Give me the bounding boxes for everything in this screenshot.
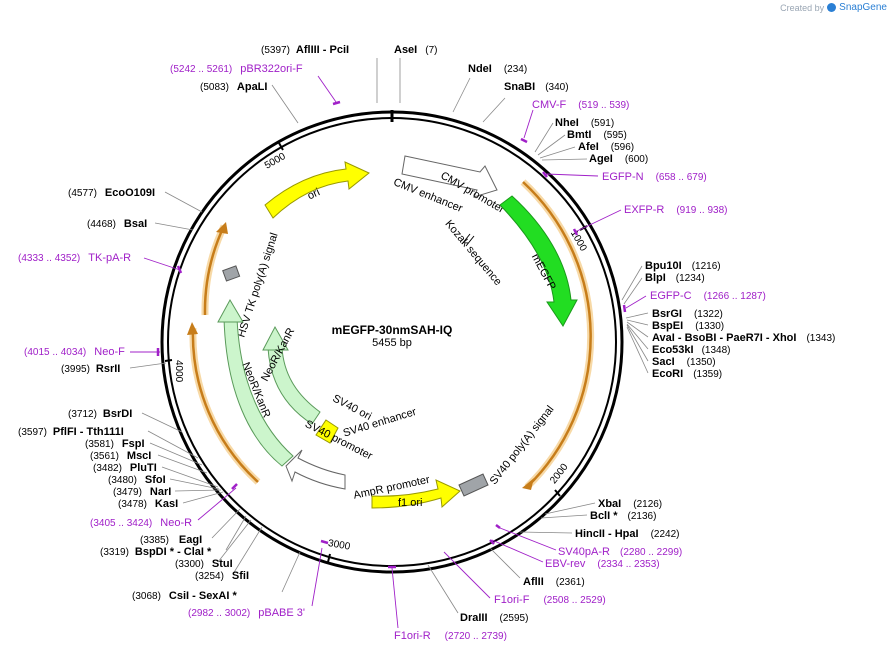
site-mscI: (3561)MscI [90, 450, 151, 462]
site-draIII: DraIII(2595) [460, 612, 528, 624]
site-avaI-xhoI: AvaI - BsoBI - PaeR7I - XhoI(1343) [652, 332, 835, 344]
site-bsaI: (4468)BsaI [87, 218, 147, 230]
site-sfoI: (3480)SfoI [108, 474, 166, 486]
site-hincII-hpaI: HincII - HpaI(2242) [575, 528, 679, 540]
site-aflII: AflII(2361) [523, 576, 585, 588]
site-blpI: BlpI(1234) [645, 272, 705, 284]
site-bclI: BclI *(2136) [590, 510, 656, 522]
cmv-enhancer-arrow [401, 155, 498, 198]
primer-pbr322ori-f: (5242 .. 5261)pBR322ori-F [170, 63, 303, 75]
site-bmtI: BmtI(595) [567, 129, 627, 141]
site-eco53kI: Eco53kI(1348) [652, 344, 731, 356]
primer-egfp-c: EGFP-C(1266 .. 1287) [650, 290, 766, 302]
site-rsrII: (3995)RsrII [61, 363, 120, 375]
f1-ori-label: f1 ori [398, 497, 422, 509]
site-aflIII-pciI: (5397)AflIII - PciI [261, 44, 349, 56]
site-aseI: AseI(7) [394, 44, 437, 56]
sv40-polya-box [458, 473, 489, 497]
sv40-promoter-arrow [285, 449, 346, 490]
hsv-orf-arc [203, 225, 226, 316]
site-xbaI: XbaI(2126) [598, 498, 662, 510]
site-ageI: AgeI(600) [589, 153, 648, 165]
tick-3000 [327, 553, 331, 563]
snapgene-logo-icon [827, 3, 837, 12]
site-eagI: (3385)EagI [140, 534, 202, 546]
site-bpu10I: Bpu10I(1216) [645, 260, 721, 272]
neo-orf-arrowhead [187, 322, 198, 335]
primer-egfp-n: EGFP-N(658 .. 679) [602, 171, 707, 183]
primer-neo-f: (4015 .. 4034)Neo-F [24, 346, 125, 358]
tick-4000 [164, 359, 173, 362]
kozak-mark-2 [465, 235, 475, 247]
site-bsrDI: (3712)BsrDI [68, 408, 132, 420]
primer-ebv-rev: EBV-rev(2334 .. 2353) [545, 558, 660, 570]
ori-label: ori [306, 186, 322, 202]
map-title: mEGFP-30nmSAH-IQ [332, 323, 453, 337]
site-snaBI: SnaBI(340) [504, 81, 569, 93]
restriction-sites: (5397)AflIII - PciI AseI(7) NdeI(234) Sn… [18, 44, 835, 624]
tick-label-5000: 5000 [263, 151, 288, 172]
primer-exfp-r: EXFP-R(919 .. 938) [624, 204, 728, 216]
orf-arcs [187, 179, 595, 490]
hsv-orf-arrowhead [216, 222, 228, 234]
site-kasI: (3478)KasI [118, 498, 178, 510]
primer-leaders [130, 75, 647, 629]
primer-neo-r: (3405 .. 3424)Neo-R [90, 517, 192, 529]
neo-outer-arrow [223, 317, 294, 467]
tick-label-3000: 3000 [327, 538, 351, 553]
sv40-ori-box [315, 419, 339, 444]
site-narI: (3479)NarI [113, 486, 171, 498]
site-ecoRI: EcoRI(1359) [652, 368, 722, 380]
kozak-mark-1 [461, 233, 471, 245]
megfp-arrow [499, 195, 578, 327]
site-apaLI: (5083)ApaLI [200, 81, 267, 93]
site-fspI: (3581)FspI [85, 438, 145, 450]
primer-cmv-f: CMV-F(519 .. 539) [532, 99, 629, 111]
ori-arrow [264, 161, 370, 219]
megfp-orf-arc [522, 181, 592, 488]
primer-f1ori-f: F1ori-F(2508 .. 2529) [494, 594, 606, 606]
kozak-label: Kozak sequence [442, 218, 503, 288]
site-sacI: SacI(1350) [652, 356, 716, 368]
tick-label-4000: 4000 [173, 360, 184, 383]
site-bsrGI: BsrGI(1322) [652, 308, 723, 320]
site-leaders [129, 58, 649, 614]
site-bspDI-claI: (3319)BspDI * - ClaI * [100, 546, 212, 558]
tick-5000 [278, 142, 284, 151]
site-bspEI: BspEI(1330) [652, 320, 724, 332]
site-ndeI: NdeI(234) [468, 63, 527, 75]
snapgene-branding: Created by SnapGene [780, 2, 887, 13]
map-length: 5455 bp [372, 337, 412, 349]
f1-ori-arrow [371, 479, 461, 509]
site-stuI: (3300)StuI [175, 558, 233, 570]
neo-outer-arrowhead [217, 298, 244, 323]
hsv-tk-polya-label: HSV TK poly(A) signal [235, 231, 280, 339]
site-pluTI: (3482)PluTI [93, 462, 157, 474]
tick-2000 [554, 489, 561, 497]
site-sfiI: (3254)SfiI [195, 570, 249, 582]
primer-sv40pa-r: SV40pA-R(2280 .. 2299) [558, 546, 682, 558]
sv40-ori-label: SV40 ori [330, 393, 373, 423]
site-ecoO109I: (4577)EcoO109I [68, 187, 155, 199]
neo-orf-arc [191, 327, 259, 483]
site-pflFI-tth111I: (3597)PflFI - Tth111I [18, 426, 124, 438]
neo-inner-arrowhead [262, 325, 289, 351]
snapgene-brand-name: SnapGene [839, 2, 887, 13]
created-by-label: Created by [780, 2, 825, 13]
megfp-orf-arrowhead [522, 478, 534, 490]
sv40-polya-label: SV40 poly(A) signal [488, 404, 557, 488]
site-csiI-sexAI: (3068)CsiI - SexAI * [132, 590, 237, 602]
primer-f1ori-r: F1ori-R(2720 .. 2739) [394, 630, 507, 642]
primer-pbabe-3: (2982 .. 3002)pBABE 3' [188, 607, 305, 619]
primers: (5242 .. 5261)pBR322ori-F CMV-F(519 .. 5… [18, 63, 766, 642]
neo-inner-arrow [267, 347, 321, 425]
site-nheI: NheI(591) [555, 117, 614, 129]
primer-tk-pa-r: (4333 .. 4352)TK-pA-R [18, 252, 131, 264]
hsv-tk-polya-box [222, 265, 241, 282]
site-afeI: AfeI(596) [578, 141, 634, 153]
